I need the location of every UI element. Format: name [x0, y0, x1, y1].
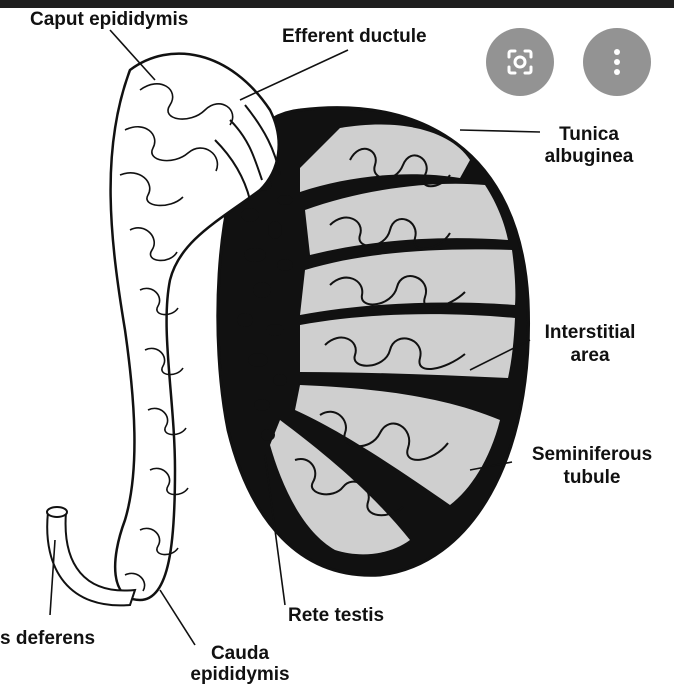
- lobule-1: [300, 124, 470, 192]
- more-vert-icon: [611, 47, 623, 77]
- lens-search-icon: [503, 45, 537, 79]
- more-options-button[interactable]: [583, 28, 651, 96]
- label-epididymis: epididymis: [190, 664, 290, 685]
- label-caput-epididymis: Caput epididymis: [30, 9, 189, 30]
- tubule-4: [324, 336, 466, 371]
- vas-deferens: [46, 511, 137, 607]
- label-cauda: Cauda: [210, 643, 270, 664]
- epididymis: [109, 52, 280, 602]
- tubule-6: [294, 458, 404, 517]
- label-tunica: Tunica: [559, 124, 619, 145]
- label-tubule: tubule: [563, 467, 621, 488]
- tubule-2: [329, 216, 451, 250]
- label-area: area: [570, 345, 610, 366]
- tubule-3: [329, 275, 466, 309]
- tubule-5: [319, 410, 449, 461]
- label-efferent-ductule: Efferent ductule: [282, 26, 427, 47]
- lobule-6: [270, 420, 410, 555]
- lens-search-button[interactable]: [486, 28, 554, 96]
- label-vas-deferens: s deferens: [0, 628, 96, 649]
- lobule-4: [300, 314, 515, 378]
- label-albuginea: albuginea: [544, 146, 634, 167]
- tubule-1: [349, 147, 451, 188]
- lobule-3: [300, 249, 516, 315]
- label-interstitial: Interstitial: [544, 322, 636, 343]
- top-bar: [0, 0, 674, 8]
- label-seminiferous: Seminiferous: [531, 444, 653, 465]
- lobule-5: [295, 385, 500, 505]
- label-rete-testis: Rete testis: [288, 605, 385, 626]
